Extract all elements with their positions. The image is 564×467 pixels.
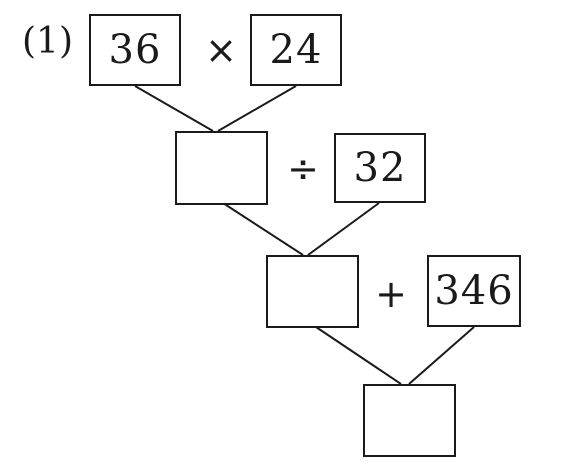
result-box-quotient[interactable] <box>266 255 359 328</box>
plus-operator: + <box>375 272 407 316</box>
connector-line <box>217 85 297 132</box>
connector-line <box>307 202 380 256</box>
connector-line <box>315 326 402 385</box>
operand-box-24: 24 <box>250 14 342 86</box>
operand-box-32: 32 <box>334 133 426 203</box>
connector-line <box>222 202 304 256</box>
connector-line <box>134 85 214 132</box>
result-box-final[interactable] <box>363 384 456 457</box>
problem-label: (1) <box>22 21 73 62</box>
operand-box-36: 36 <box>89 14 181 86</box>
result-box-product[interactable] <box>175 131 268 205</box>
divide-operator: ÷ <box>287 147 319 191</box>
multiply-operator: × <box>205 28 237 72</box>
operand-box-346: 346 <box>427 255 521 327</box>
connector-line <box>408 326 475 385</box>
